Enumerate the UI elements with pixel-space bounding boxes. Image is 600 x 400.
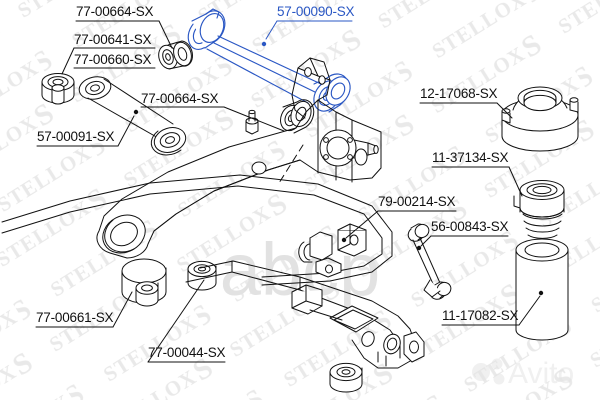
label-77-00664-sx-top: 77-00664-SX [76, 4, 154, 19]
label-11-37134-sx: 11-37134-SX [432, 150, 509, 165]
label-11-17082-sx: 11-17082-SX [442, 308, 519, 323]
label-79-00214-sx: 79-00214-SX [378, 194, 456, 209]
part-rear-axle-carrier [96, 57, 382, 259]
part-bushing-arm-inner [280, 99, 315, 134]
part-stabilizer-link [407, 223, 452, 300]
label-12-17068-sx: 12-17068-SX [420, 86, 498, 101]
leader-lines [35, 20, 544, 363]
label-77-00661-sx: 77-00661-SX [36, 310, 114, 325]
part-bump-stop [513, 180, 565, 239]
label-77-00660-sx: 77-00660-SX [74, 52, 152, 67]
part-dust-cover [515, 238, 569, 341]
watermark-avito: Avito [472, 357, 574, 390]
part-strut-mount [501, 86, 579, 152]
label-77-00641-sx: 77-00641-SX [74, 32, 152, 47]
part-stabilizer-bar-bushing [298, 223, 367, 278]
label-77-00044-sx: 77-00044-SX [148, 345, 226, 360]
label-77-00664-sx-mid: 77-00664-SX [141, 91, 219, 106]
part-stabilizer-bar [1, 174, 393, 286]
label-57-00091-sx: 57-00091-SX [37, 129, 115, 144]
label-57-00090-sx-highlighted: 57-00090-SX [277, 4, 355, 19]
part-bushing-upper-small [41, 73, 75, 105]
svg-text:Avito: Avito [508, 357, 574, 390]
part-bushing-trailing-arm [121, 258, 167, 307]
label-56-00843-sx: 56-00843-SX [431, 219, 509, 234]
part-bushing-rear-arm [187, 260, 217, 291]
part-lateral-link-rod [78, 76, 187, 156]
part-bushing-upper-outer [158, 40, 193, 70]
part-rear-trailing-arm [185, 260, 425, 393]
part-upper-control-arm-highlighted [187, 8, 351, 113]
